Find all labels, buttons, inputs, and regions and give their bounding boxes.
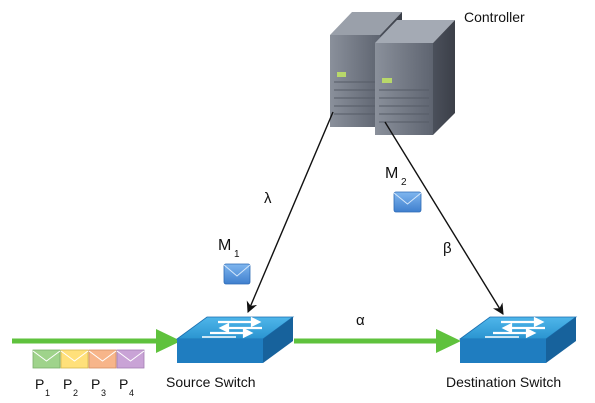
m2-main: M [385,165,398,182]
m1-main: M [218,237,231,254]
m1-subscript: 1 [234,249,240,260]
packet-p4-envelope-icon [116,349,145,369]
controller-server-icon [330,12,455,135]
packet-p3-main: P [91,376,100,392]
packet-p1-main: P [35,376,44,392]
controller-label: Controller [464,9,525,25]
destination-switch-icon [458,316,578,363]
m2-label: M [385,165,398,182]
packet-p1-sub: 1 [45,388,50,398]
destination-switch-label: Destination Switch [446,374,561,390]
packet-p3-sub: 3 [101,388,106,398]
packet-p4-main: P [119,376,128,392]
alpha-flow-arrow [294,329,461,353]
packet-list: P 1 P 2 P 3 P 4 [32,349,145,398]
m2-subscript: 2 [401,177,407,188]
packet-p2-envelope-icon [60,349,89,369]
source-switch-label: Source Switch [166,374,255,390]
lambda-link [246,111,334,314]
m1-label: M [218,237,231,254]
beta-label: β [443,240,452,257]
packet-p3-envelope-icon [88,349,117,369]
source-switch-icon [175,316,295,363]
m1-envelope-icon [223,263,251,285]
packet-p2-main: P [63,376,72,392]
alpha-label: α [356,312,365,329]
lambda-label: λ [264,190,272,207]
m2-envelope-icon [393,191,422,213]
packet-p4-sub: 4 [129,388,134,398]
beta-link [384,121,504,315]
incoming-flow-arrow [12,329,181,353]
packet-p2-sub: 2 [73,388,78,398]
packet-p1-envelope-icon [32,349,61,369]
